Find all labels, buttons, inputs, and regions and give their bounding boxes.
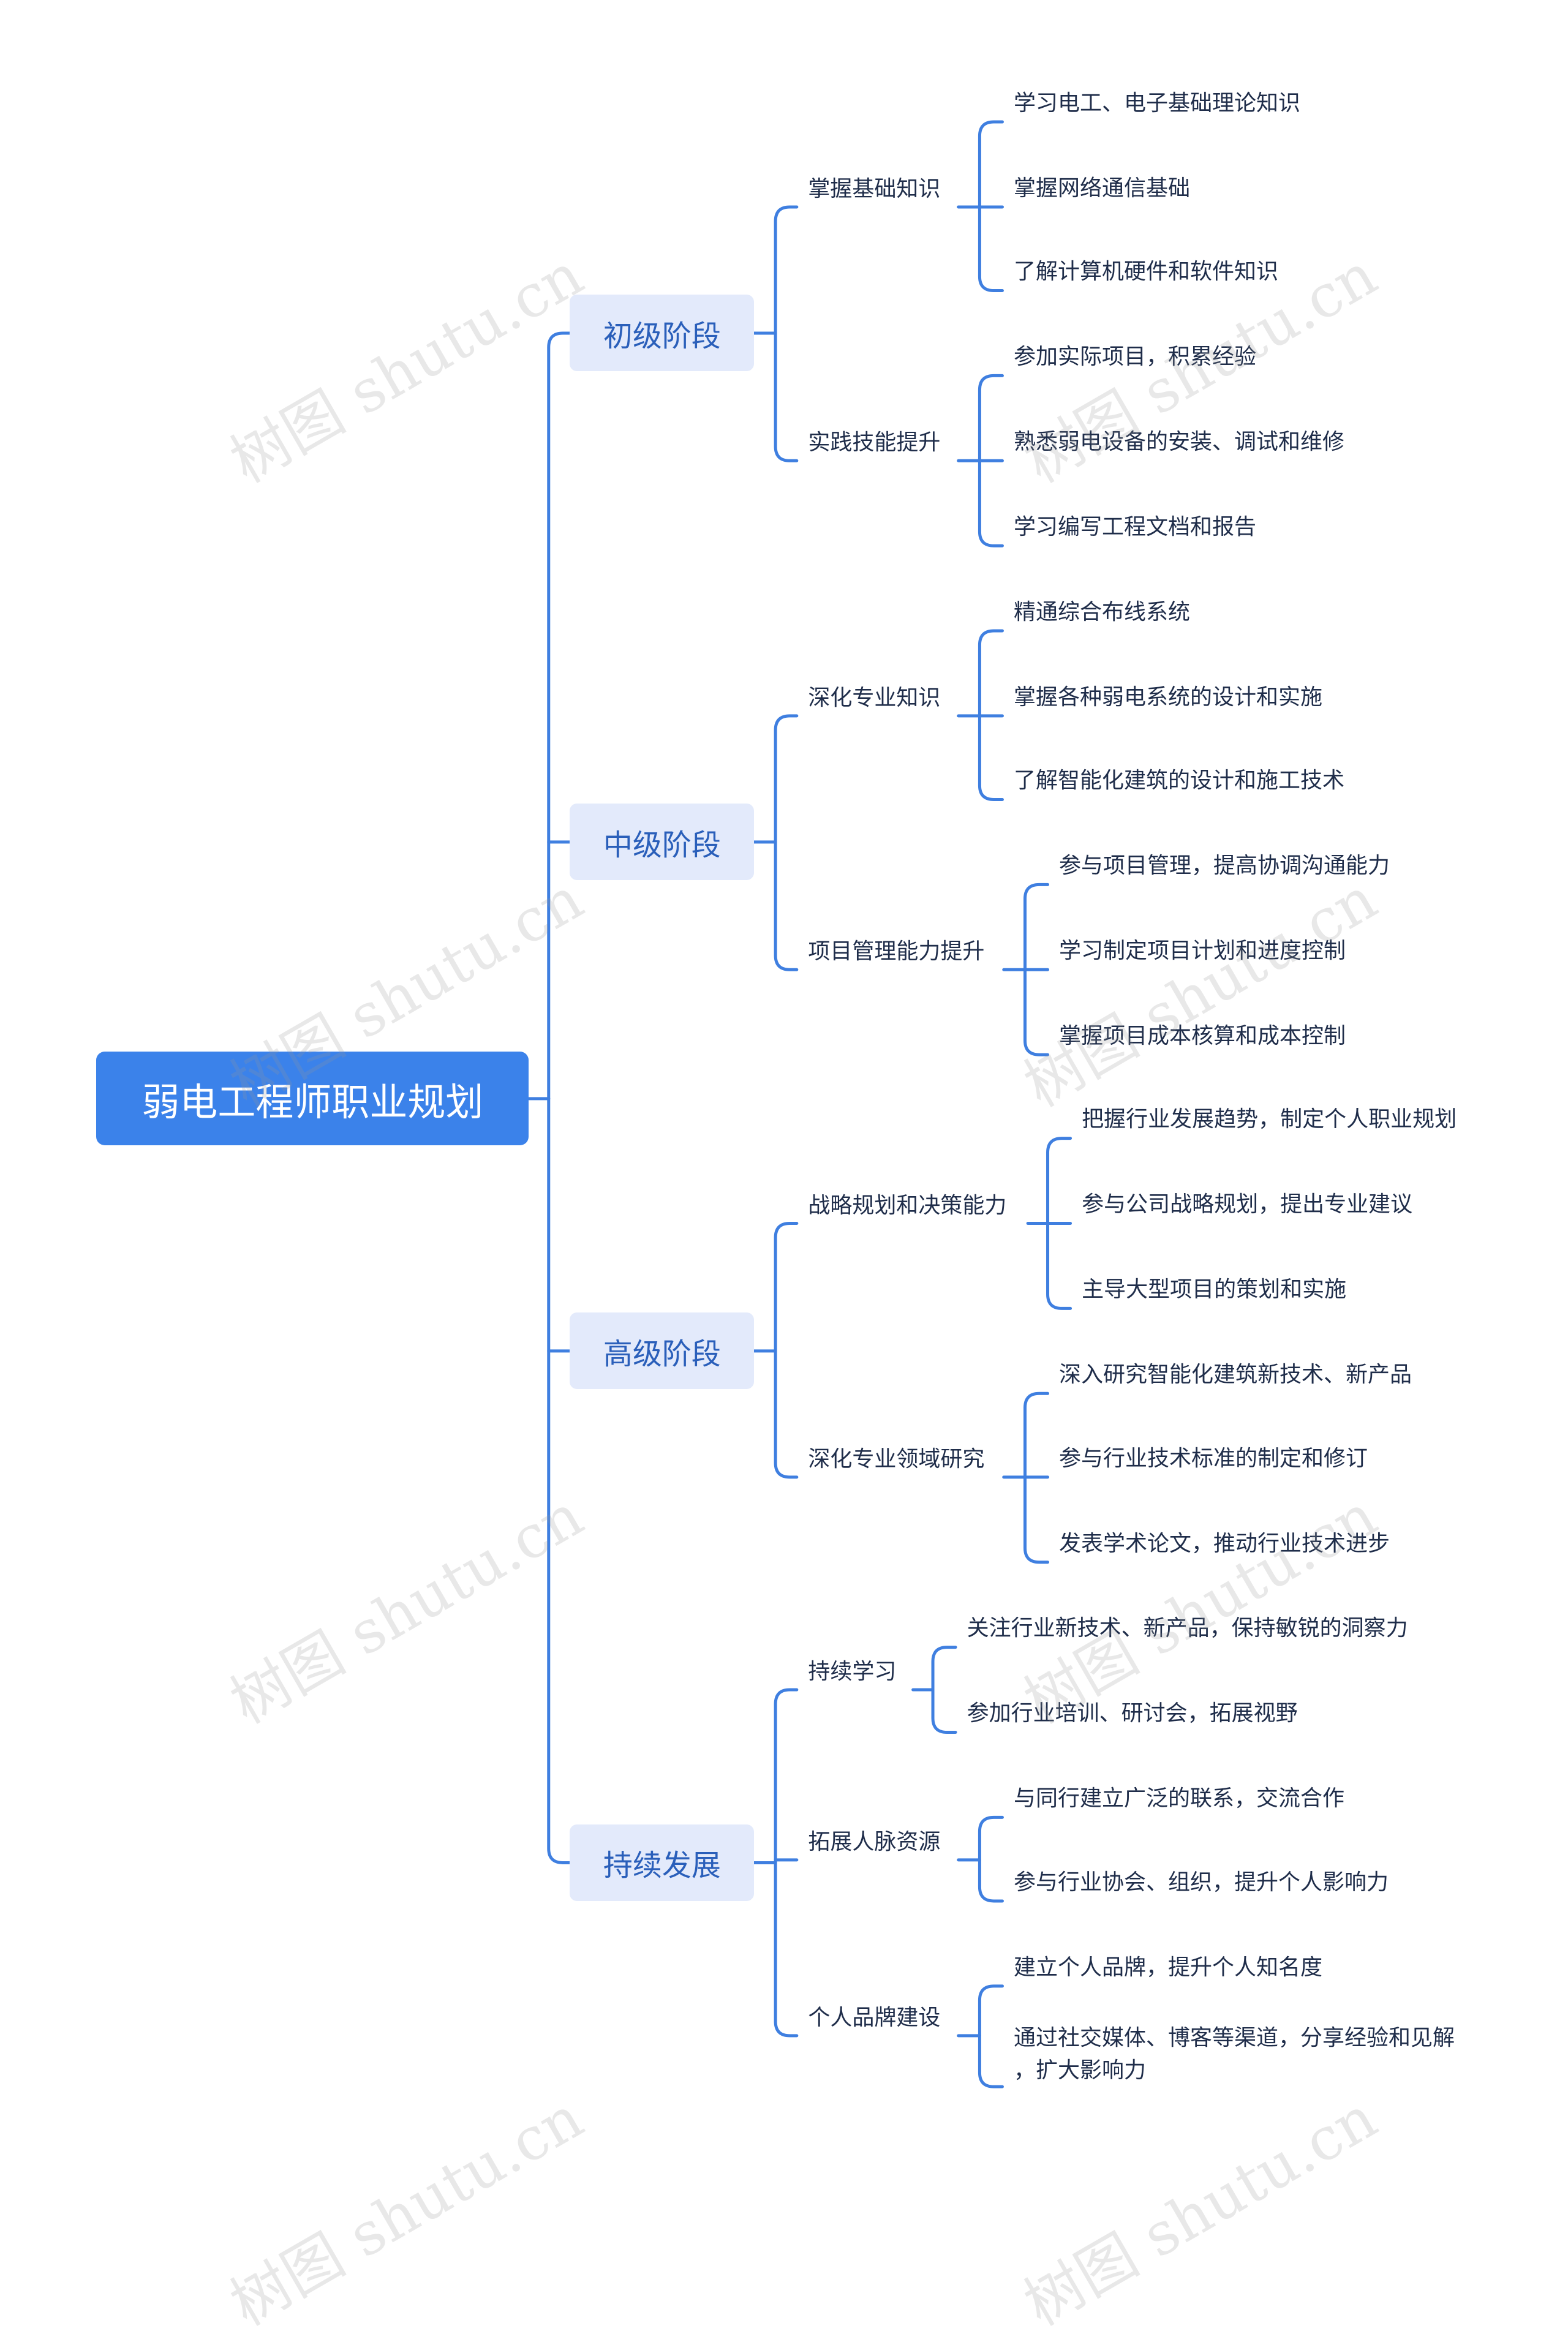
leaf-node[interactable]: 建立个人品牌，提升个人知名度 xyxy=(1013,1954,1322,1980)
leaf-node[interactable]: 把握行业发展趋势，制定个人职业规划 xyxy=(1082,1107,1457,1132)
connector-line xyxy=(931,1646,957,1692)
connector-line xyxy=(774,205,799,335)
sub-node[interactable]: 持续学习 xyxy=(808,1659,897,1685)
leaf-node[interactable]: 主导大型项目的策划和实施 xyxy=(1082,1277,1347,1303)
leaf-node[interactable]: 了解计算机硬件和软件知识 xyxy=(1013,259,1278,285)
connector-line xyxy=(978,120,1004,209)
sub-node[interactable]: 深化专业知识 xyxy=(808,685,941,710)
leaf-node[interactable]: 发表学术论文，推动行业技术进步 xyxy=(1059,1531,1390,1556)
leaf-node[interactable]: 通过社交媒体、博客等渠道，分享经验和见解 ，扩大影响力 xyxy=(1013,2025,1455,2083)
connector-line xyxy=(1046,1137,1072,1226)
leaf-node[interactable]: 熟悉弱电设备的安装、调试和维修 xyxy=(1013,429,1344,455)
branch-node[interactable]: 高级阶段 xyxy=(570,1312,755,1390)
connector-line xyxy=(978,459,1004,548)
branch-node[interactable]: 持续发展 xyxy=(570,1824,755,1901)
connector-line xyxy=(774,1349,799,1479)
sub-node[interactable]: 实践技能提升 xyxy=(808,430,941,456)
sub-node[interactable]: 个人品牌建设 xyxy=(808,2005,941,2030)
connector-line xyxy=(978,714,1004,801)
root-node[interactable]: 弱电工程师职业规划 xyxy=(96,1052,529,1146)
leaf-node[interactable]: 学习编写工程文档和报告 xyxy=(1013,514,1256,540)
leaf-node[interactable]: 掌握网络通信基础 xyxy=(1013,175,1190,201)
connector-line xyxy=(1023,883,1050,971)
connector-line xyxy=(774,1861,799,2038)
leaf-node[interactable]: 了解智能化建筑的设计和施工技术 xyxy=(1013,768,1344,794)
connector-line xyxy=(1023,1391,1050,1479)
branch-node[interactable]: 初级阶段 xyxy=(570,295,755,372)
leaf-node[interactable]: 学习电工、电子基础理论知识 xyxy=(1013,90,1300,116)
leaf-node[interactable]: 参加行业培训、研讨会，拓展视野 xyxy=(967,1701,1298,1726)
connector-line xyxy=(774,840,799,971)
sub-node[interactable]: 项目管理能力提升 xyxy=(808,939,985,965)
leaf-node[interactable]: 关注行业新技术、新产品，保持敏锐的洞察力 xyxy=(967,1616,1408,1641)
leaf-node[interactable]: 参与行业协会、组织，提升个人影响力 xyxy=(1013,1869,1389,1895)
leaf-node[interactable]: 与同行建立广泛的联系，交流合作 xyxy=(1013,1786,1344,1812)
connector-line xyxy=(1046,1222,1072,1310)
mindmap-canvas: 弱电工程师职业规划 初级阶段 掌握基础知识 学习电工、电子基础理论知识掌握网络通信基础… xyxy=(96,90,1457,2339)
leaf-node[interactable]: 掌握项目成本核算和成本控制 xyxy=(1059,1023,1346,1049)
sub-node[interactable]: 掌握基础知识 xyxy=(808,176,941,202)
sub-node[interactable]: 拓展人脉资源 xyxy=(808,1829,941,1854)
leaf-node[interactable]: 参加实际项目，积累经验 xyxy=(1013,344,1256,370)
connector-line xyxy=(774,1688,799,1864)
connector-line xyxy=(774,331,799,462)
connector-line xyxy=(931,1688,957,1734)
connector-line xyxy=(774,1222,799,1353)
sub-node[interactable]: 深化专业领域研究 xyxy=(808,1446,985,1472)
connector-line xyxy=(978,629,1004,718)
connector-line xyxy=(774,714,799,844)
connector-line xyxy=(978,2034,1004,2088)
connector-line xyxy=(978,205,1004,293)
leaf-node[interactable]: 参与行业技术标准的制定和修订 xyxy=(1059,1445,1368,1471)
connector-line xyxy=(547,331,571,1101)
connector-line xyxy=(978,374,1004,462)
branch-node[interactable]: 中级阶段 xyxy=(570,804,755,881)
connector-line xyxy=(1023,1475,1050,1564)
connector-line xyxy=(978,1984,1004,2038)
leaf-node[interactable]: 学习制定项目计划和进度控制 xyxy=(1059,938,1346,963)
leaf-node[interactable]: 深入研究智能化建筑新技术、新产品 xyxy=(1059,1362,1412,1388)
connector-line xyxy=(547,1097,571,1864)
leaf-node[interactable]: 参与项目管理，提高协调沟通能力 xyxy=(1059,853,1390,879)
connector-line xyxy=(978,1815,1004,1862)
connector-line xyxy=(1023,968,1050,1056)
leaf-node[interactable]: 参与公司战略规划，提出专业建议 xyxy=(1082,1192,1413,1218)
leaf-node[interactable]: 精通综合布线系统 xyxy=(1013,599,1190,625)
connector-line xyxy=(978,1858,1004,1903)
connector-lines xyxy=(527,120,1072,2088)
sub-node[interactable]: 战略规划和决策能力 xyxy=(808,1192,1007,1218)
leaf-node[interactable]: 掌握各种弱电系统的设计和实施 xyxy=(1013,684,1322,710)
